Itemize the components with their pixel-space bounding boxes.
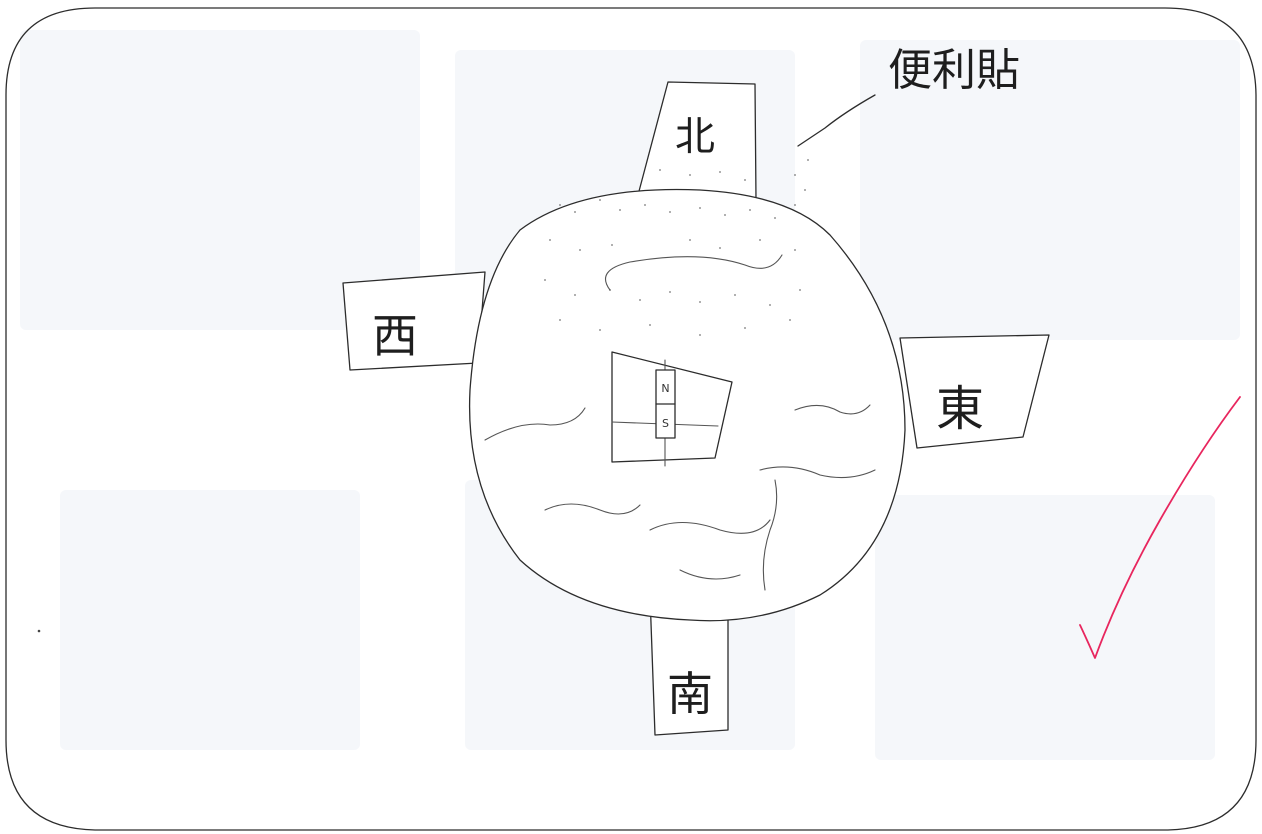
check-mark [1079,396,1241,659]
sticky-note-west: 西 [342,271,486,371]
sticky-note-east: 東 [899,334,1050,449]
sticky-note-north: 北 [637,81,757,201]
sticky-note-south: 南 [649,594,729,736]
north-label: 北 [675,114,715,160]
stray-dot [37,629,41,633]
magnet-south-label: S [662,417,669,430]
water-waves [484,254,876,591]
magnet-north-label: N [661,382,669,395]
callout-label: 便利貼 [888,45,1020,96]
callout-line [797,94,876,147]
east-label: 東 [936,381,984,437]
bar-magnet: N S [655,369,676,439]
page-frame [5,7,1257,831]
west-label: 西 [372,309,418,363]
south-label: 南 [667,667,713,721]
stipple-shading [544,159,809,336]
